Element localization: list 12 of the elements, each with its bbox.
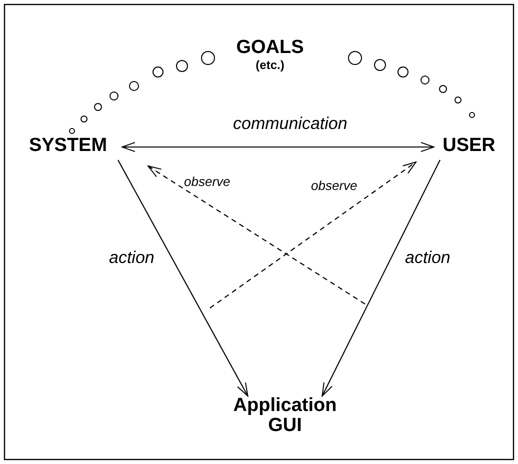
- edge-label: observe: [310, 178, 358, 193]
- arrow: [118, 160, 248, 396]
- node-label: Application GUI: [232, 396, 338, 436]
- edge-label: observe: [183, 174, 232, 189]
- arrow: [322, 160, 440, 396]
- dashed-arrow: [210, 162, 416, 308]
- node-label: GOALS: [235, 38, 305, 58]
- dashed-arrow: [148, 166, 366, 304]
- node-label: SYSTEM: [28, 136, 108, 156]
- arrow: [122, 142, 434, 152]
- node-label: USER: [442, 136, 496, 156]
- node-sublabel: (etc.): [254, 58, 286, 72]
